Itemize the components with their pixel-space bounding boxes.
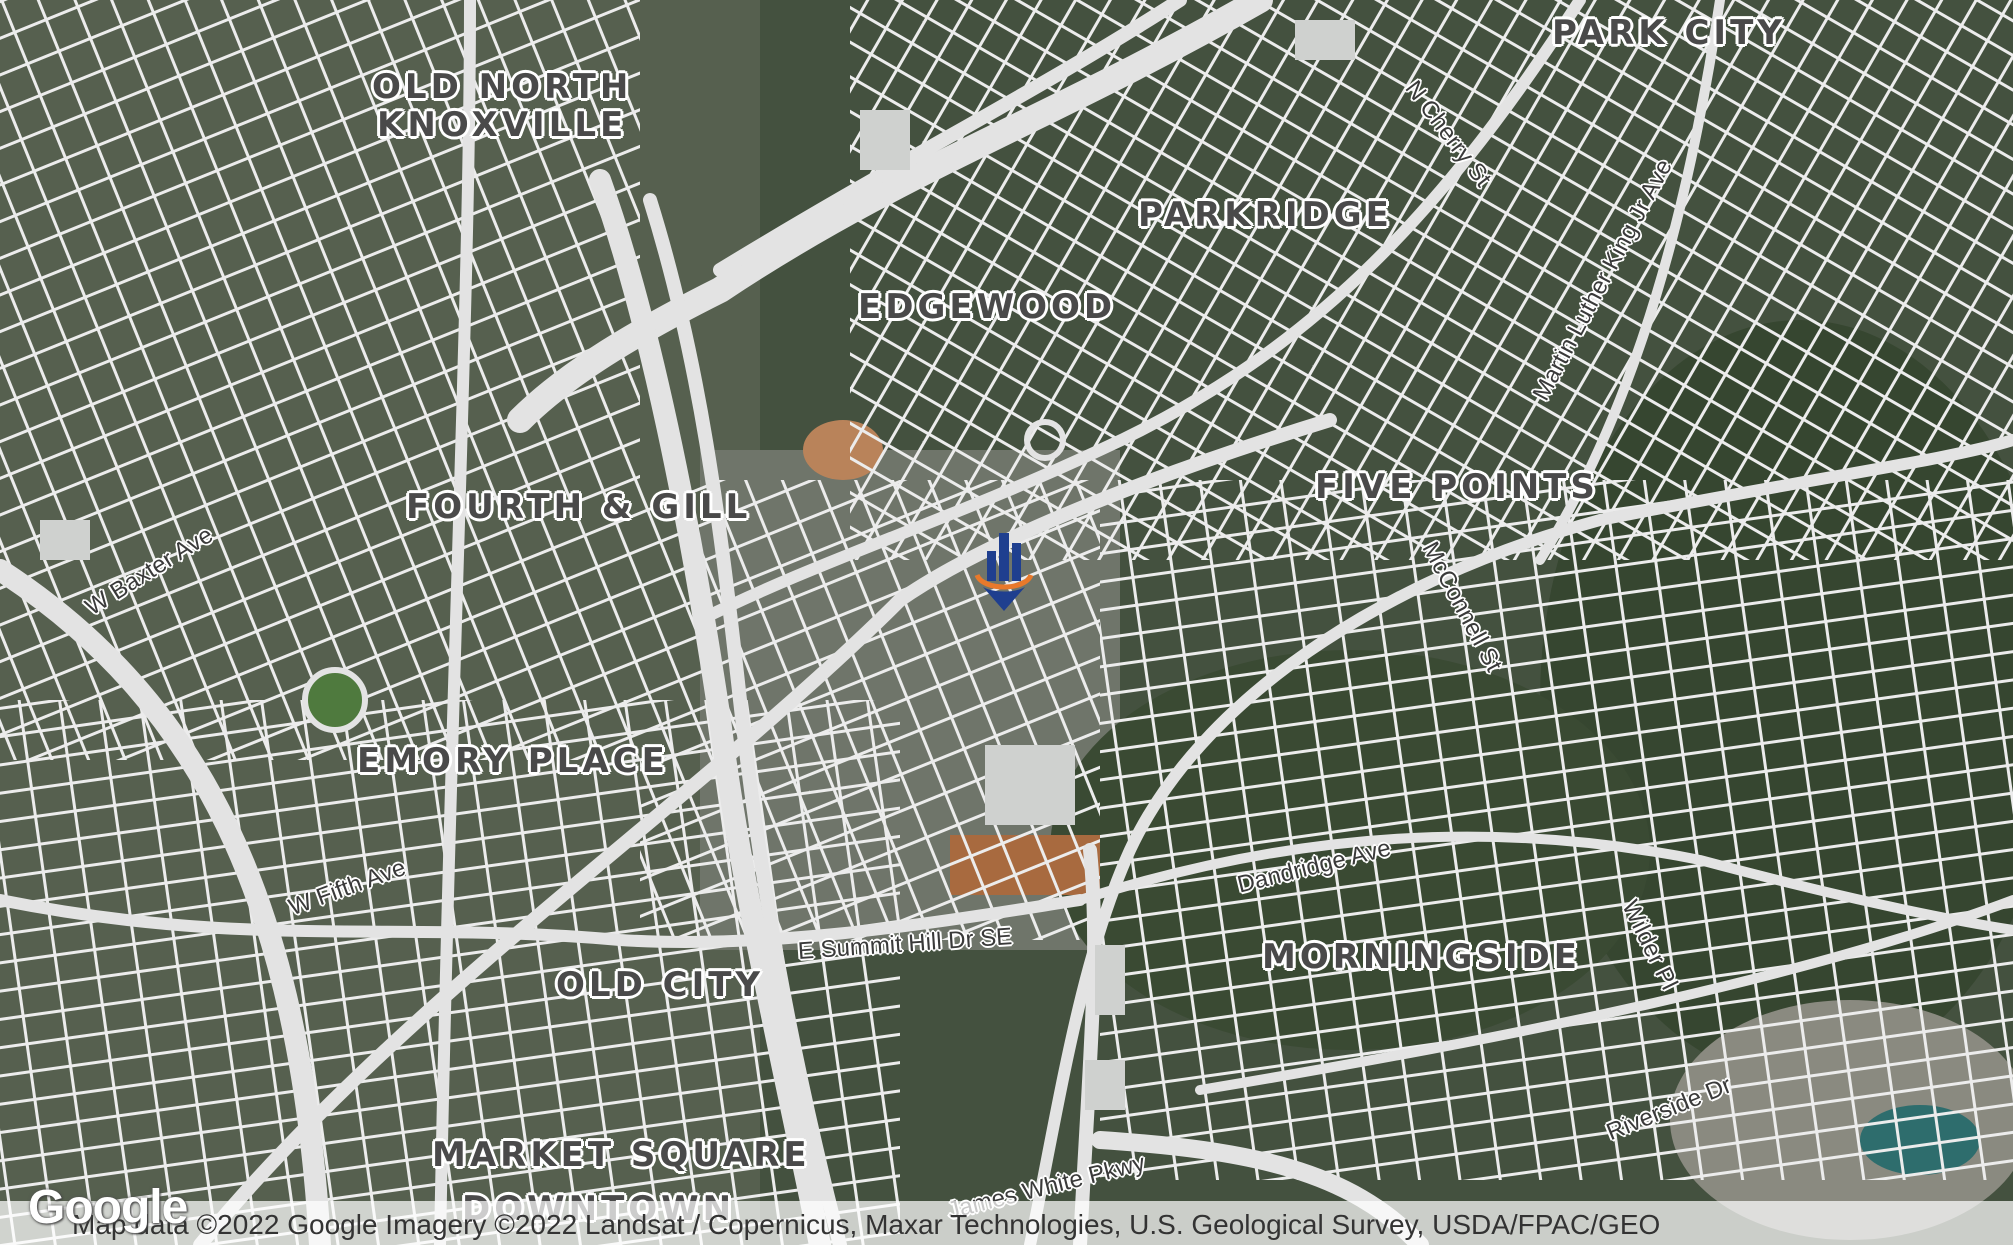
neighborhood-label-fourth-and-gill: FOURTH & GILL [406,487,752,527]
google-logo[interactable]: Google [28,1181,188,1234]
neighborhood-label-old-north-knoxville: OLD NORTH KNOXVILLE [372,67,633,145]
neighborhood-label-five-points: FIVE POINTS [1315,467,1599,507]
neighborhood-label-market-square: MARKET SQUARE [432,1135,811,1175]
neighborhood-label-park-city: PARK CITY [1552,13,1786,53]
attribution-bar: Map data ©2022 Google Imagery ©2022 Land… [0,1201,2013,1245]
attribution-text: Map data ©2022 Google Imagery ©2022 Land… [72,1209,1661,1240]
neighborhood-label-parkridge: PARKRIDGE [1138,195,1393,235]
neighborhood-label-emory-place: EMORY PLACE [357,741,669,781]
building-marker-icon[interactable] [973,525,1035,621]
neighborhood-label-edgewood: EDGEWOOD [858,287,1117,327]
neighborhood-label-old-city: OLD CITY [556,965,765,1005]
neighborhood-label-morningside: MORNINGSIDE [1262,937,1581,977]
